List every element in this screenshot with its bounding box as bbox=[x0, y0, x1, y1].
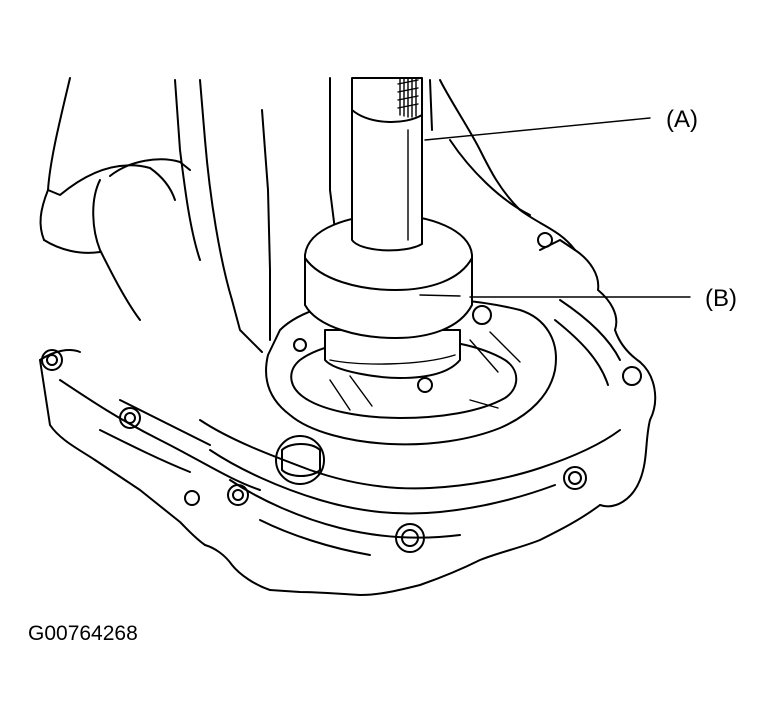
label-b: (B) bbox=[705, 285, 737, 312]
knurl-pattern bbox=[397, 77, 419, 118]
handle-shaft-a bbox=[351, 77, 423, 252]
label-a: (A) bbox=[666, 106, 698, 133]
transmission-case bbox=[39, 77, 657, 596]
figure-code: G00764268 bbox=[28, 622, 138, 645]
callout-b: (B) bbox=[469, 285, 737, 312]
leader-line-a bbox=[424, 117, 651, 141]
installer-tool-b bbox=[304, 214, 473, 379]
bolt-holes bbox=[41, 232, 642, 553]
callout-a: (A) bbox=[424, 106, 698, 141]
